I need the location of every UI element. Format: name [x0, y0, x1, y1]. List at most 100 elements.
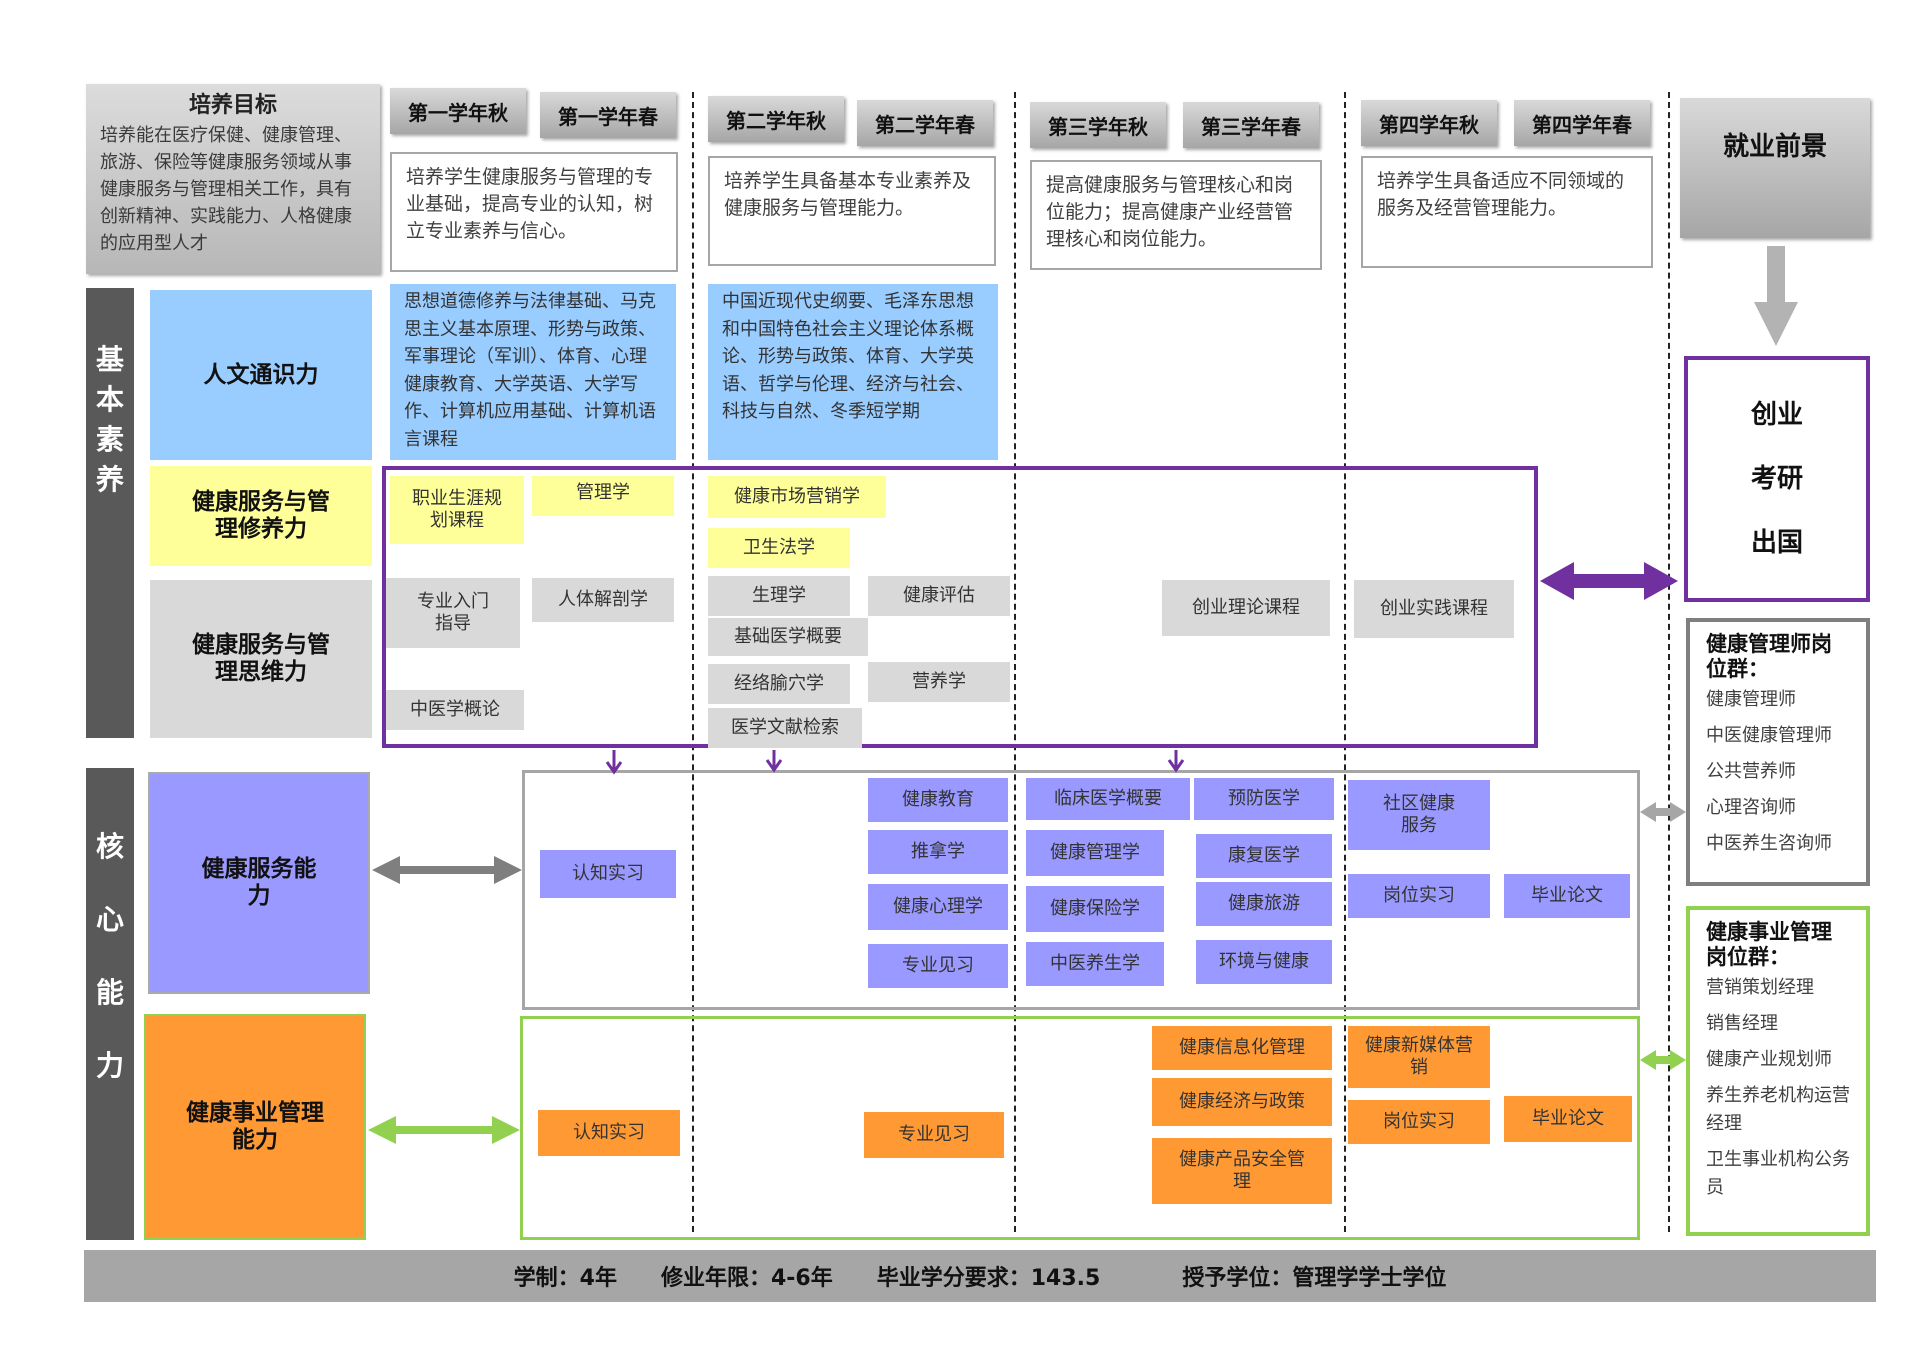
course-physiology: 生理学 — [708, 576, 850, 616]
career-option-startup: 创业 — [1750, 400, 1803, 430]
course-management: 管理学 — [532, 476, 674, 516]
course-thesis-mgmt: 毕业论文 — [1504, 1096, 1632, 1142]
category-hsm-literacy: 健康服务与管理修养力 — [150, 466, 372, 566]
job-item: 心理咨询师 — [1706, 797, 1796, 818]
career-option-graduate-study: 考研 — [1750, 464, 1803, 494]
course-nutrition: 营养学 — [868, 662, 1010, 702]
year3-objective: 提高健康服务与管理核心和岗位能力；提高健康产业经营管理核心和岗位能力。 — [1030, 160, 1322, 270]
course-rehabilitation: 康复医学 — [1196, 834, 1332, 878]
course-startup-practice: 创业实践课程 — [1354, 580, 1514, 638]
small-gray-double-arrow-icon — [1640, 802, 1686, 822]
career-prospects-title: 就业前景 — [1722, 131, 1827, 162]
footer-study-years: 修业年限：4-6年 — [660, 1266, 833, 1291]
job-item: 中医健康管理师 — [1706, 725, 1832, 746]
job-group-2-title: 健康事业管理岗位群： — [1706, 920, 1832, 969]
job-item: 销售经理 — [1706, 1013, 1778, 1034]
year4-objective: 培养学生具备适应不同领域的服务及经营管理能力。 — [1361, 156, 1653, 268]
course-health-management: 健康管理学 — [1026, 830, 1164, 876]
course-meridian-acupoints: 经络腧穴学 — [708, 664, 850, 704]
category-health-mgmt: 健康事业管理能力 — [144, 1014, 366, 1240]
course-tcm-intro: 中医学概论 — [386, 690, 524, 730]
year1-objective: 培养学生健康服务与管理的专业基础，提高专业的认知，树立专业素养与信心。 — [390, 152, 678, 272]
career-prospects-header: 就业前景 — [1680, 98, 1870, 238]
basic-literacy-frame — [382, 466, 1538, 748]
course-health-marketing: 健康市场营销学 — [708, 476, 886, 518]
course-professional-observation-mgmt: 专业见习 — [864, 1112, 1004, 1158]
sidebar-basic-char-4: 养 — [95, 463, 124, 496]
course-health-tourism: 健康旅游 — [1196, 882, 1332, 926]
goal-box: 培养目标 培养能在医疗保健、健康管理、旅游、保险等健康服务领域从事健康服务与管理… — [86, 84, 380, 274]
year-divider-2 — [1014, 92, 1016, 1232]
semester-header-6: 第三学年春 — [1183, 102, 1319, 148]
sidebar-core-char-1: 核 — [95, 829, 124, 863]
goal-text: 培养能在医疗保健、健康管理、旅游、保险等健康服务领域从事健康服务与管理相关工作，… — [100, 125, 352, 254]
job-item: 养生养老机构运营经理 — [1706, 1085, 1850, 1134]
health-service-frame — [522, 770, 1640, 1010]
sidebar-core-ability: 核 心 能 力 — [86, 768, 134, 1240]
course-cognition-internship-mgmt: 认知实习 — [538, 1110, 680, 1156]
small-green-double-arrow-icon — [1640, 1050, 1686, 1070]
humanities-year1-courses: 思想道德修养与法律基础、马克思主义基本原理、形势与政策、军事理论（军训）、体育、… — [390, 284, 676, 460]
program-info-footer: 学制：4年 修业年限：4-6年 毕业学分要求：143.5 授予学位：管理学学士学… — [84, 1250, 1876, 1302]
footer-degree: 授予学位：管理学学士学位 — [1182, 1266, 1447, 1291]
footer-credits: 毕业学分要求：143.5 — [876, 1266, 1101, 1291]
job-group-1-title: 健康管理师岗位群： — [1706, 632, 1832, 681]
course-career-planning: 职业生涯规划课程 — [390, 476, 524, 544]
job-item: 健康管理师 — [1706, 689, 1796, 710]
course-health-law: 卫生法学 — [708, 528, 850, 568]
gray-double-arrow-icon — [372, 856, 522, 884]
semester-header-4: 第二学年春 — [857, 100, 993, 146]
course-environment-health: 环境与健康 — [1196, 940, 1332, 984]
course-health-psychology: 健康心理学 — [868, 884, 1008, 930]
course-job-internship-service: 岗位实习 — [1348, 874, 1490, 918]
green-double-arrow-icon — [368, 1116, 520, 1144]
year-divider-1 — [692, 92, 694, 1232]
course-community-health: 社区健康服务 — [1348, 780, 1490, 850]
category-hsm-thinking: 健康服务与管理思维力 — [150, 580, 372, 738]
job-group-health-enterprise: 健康事业管理岗位群： 营销策划经理 销售经理 健康产业规划师 养生养老机构运营经… — [1686, 906, 1870, 1236]
course-health-education: 健康教育 — [868, 778, 1008, 822]
down-arrow-icon — [1754, 246, 1798, 346]
year-divider-4 — [1668, 92, 1670, 1232]
course-medical-literature: 医学文献检索 — [708, 708, 862, 748]
year2-objective: 培养学生具备基本专业素养及健康服务与管理能力。 — [708, 156, 996, 266]
sidebar-core-char-2: 心 — [95, 902, 124, 936]
footer-duration: 学制：4年 — [513, 1266, 617, 1291]
course-basic-medicine: 基础医学概要 — [708, 618, 868, 656]
course-health-product-safety: 健康产品安全管理 — [1152, 1138, 1332, 1204]
sidebar-basic-char-1: 基 — [95, 343, 124, 376]
year-divider-3 — [1344, 92, 1346, 1232]
course-human-anatomy: 人体解剖学 — [532, 578, 674, 622]
career-option-study-abroad: 出国 — [1750, 528, 1803, 558]
semester-header-3: 第二学年秋 — [708, 96, 844, 142]
sidebar-core-char-4: 力 — [95, 1048, 124, 1082]
category-humanities: 人文通识力 — [150, 290, 372, 460]
job-item: 营销策划经理 — [1706, 977, 1814, 998]
category-health-service: 健康服务能力 — [148, 772, 370, 994]
course-professional-observation-service: 专业见习 — [868, 944, 1008, 988]
semester-header-2: 第一学年春 — [540, 92, 676, 138]
course-health-economics: 健康经济与政策 — [1152, 1078, 1332, 1126]
course-startup-theory: 创业理论课程 — [1162, 580, 1330, 636]
goal-title: 培养目标 — [188, 93, 277, 118]
health-mgmt-frame — [520, 1016, 1640, 1240]
semester-header-8: 第四学年春 — [1514, 100, 1650, 146]
sidebar-basic-char-3: 素 — [95, 423, 124, 456]
humanities-year2-courses: 中国近现代史纲要、毛泽东思想和中国特色社会主义理论体系概论、形势与政策、体育、大… — [708, 284, 998, 460]
semester-header-5: 第三学年秋 — [1030, 102, 1166, 148]
course-health-assessment: 健康评估 — [868, 576, 1010, 616]
course-health-new-media: 健康新媒体营销 — [1348, 1026, 1490, 1088]
course-cognition-internship-service: 认知实习 — [540, 850, 676, 898]
course-health-insurance: 健康保险学 — [1026, 886, 1164, 932]
job-item: 卫生事业机构公务员 — [1706, 1149, 1850, 1198]
course-job-internship-mgmt: 岗位实习 — [1348, 1100, 1490, 1144]
course-tcm-health-preservation: 中医养生学 — [1026, 942, 1164, 986]
semester-header-7: 第四学年秋 — [1361, 100, 1497, 146]
sidebar-core-char-3: 能 — [95, 975, 124, 1009]
semester-header-1: 第一学年秋 — [390, 88, 526, 134]
course-preventive-medicine: 预防医学 — [1194, 778, 1334, 820]
purple-double-arrow-icon — [1540, 562, 1678, 600]
course-health-informatization: 健康信息化管理 — [1152, 1026, 1332, 1070]
job-item: 中医养生咨询师 — [1706, 833, 1832, 854]
job-item: 健康产业规划师 — [1706, 1049, 1832, 1070]
